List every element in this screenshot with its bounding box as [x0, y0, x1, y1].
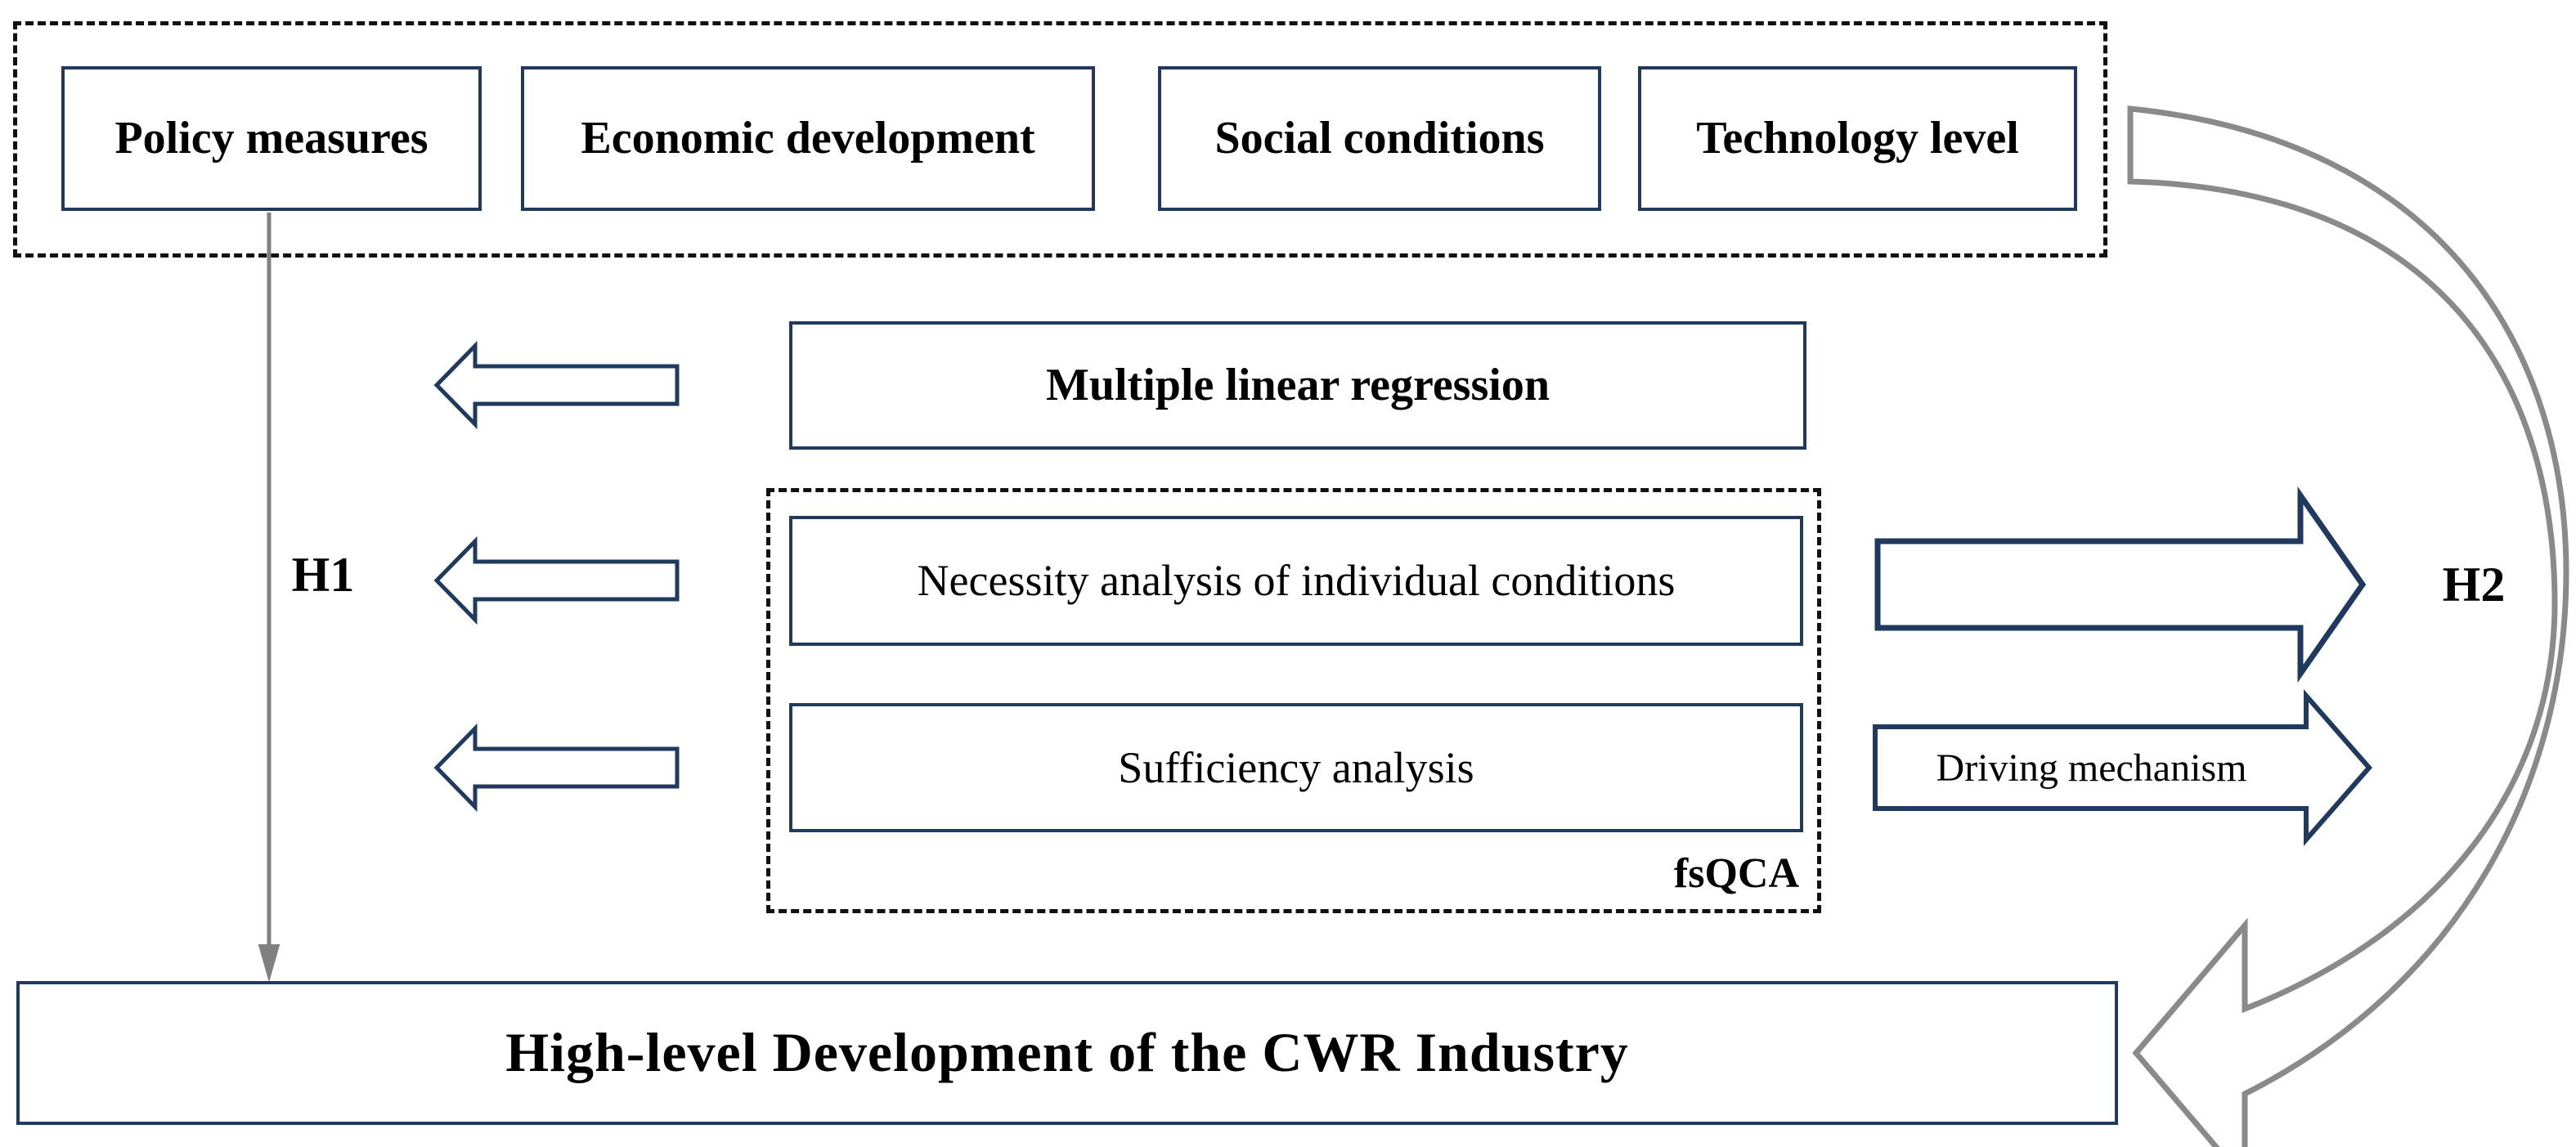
- multiple-linear-regression-box: Multiple linear regression: [789, 321, 1806, 450]
- left-arrow-necessity: [433, 535, 680, 625]
- economic-development-label: Economic development: [581, 113, 1035, 164]
- left-arrow-regression: [433, 340, 680, 430]
- h1-label: H1: [291, 547, 355, 602]
- fsqca-label: fsQCA: [1673, 849, 1799, 897]
- economic-development-box: Economic development: [521, 66, 1095, 211]
- necessity-analysis-box: Necessity analysis of individual conditi…: [789, 516, 1803, 646]
- policy-measures-label: Policy measures: [114, 113, 429, 164]
- sufficiency-analysis-box: Sufficiency analysis: [789, 703, 1803, 832]
- sufficiency-analysis-label: Sufficiency analysis: [1118, 742, 1474, 792]
- outcome-label: High-level Development of the CWR Indust…: [505, 1021, 1629, 1084]
- curved-feedback-arrow: [2127, 105, 2569, 1147]
- right-arrow-h2: [1874, 486, 2367, 683]
- antecedent-conditions-group: [13, 21, 2107, 258]
- technology-level-box: Technology level: [1638, 66, 2077, 211]
- outcome-box: High-level Development of the CWR Indust…: [16, 981, 2118, 1125]
- driving-mechanism-label: Driving mechanism: [1936, 746, 2247, 790]
- h2-label: H2: [2442, 557, 2506, 612]
- necessity-analysis-label: Necessity analysis of individual conditi…: [917, 556, 1676, 606]
- technology-level-label: Technology level: [1696, 113, 2019, 164]
- policy-measures-box: Policy measures: [61, 66, 482, 211]
- social-conditions-label: Social conditions: [1214, 113, 1545, 164]
- left-arrow-sufficiency: [433, 723, 680, 813]
- social-conditions-box: Social conditions: [1158, 66, 1601, 211]
- h1-connector-arrowhead: [258, 944, 280, 983]
- fsqca-group: [766, 488, 1821, 913]
- multiple-linear-regression-label: Multiple linear regression: [1046, 360, 1550, 411]
